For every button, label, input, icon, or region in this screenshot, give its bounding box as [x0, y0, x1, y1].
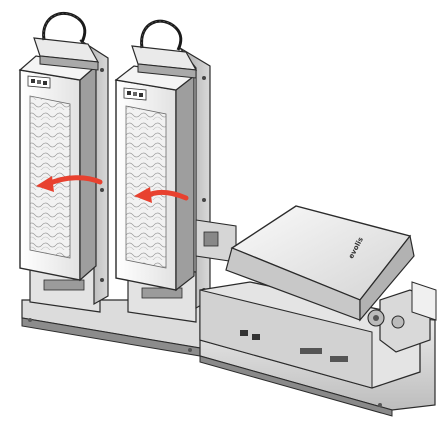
card-printer: evolis [199, 205, 437, 389]
roller [391, 315, 405, 329]
right-hopper-module [114, 19, 237, 323]
cable [42, 11, 87, 43]
left-hopper-module [18, 11, 109, 313]
arrow-right-hopper [134, 187, 189, 203]
arrow-left-hopper [36, 175, 103, 192]
cable [140, 19, 183, 51]
